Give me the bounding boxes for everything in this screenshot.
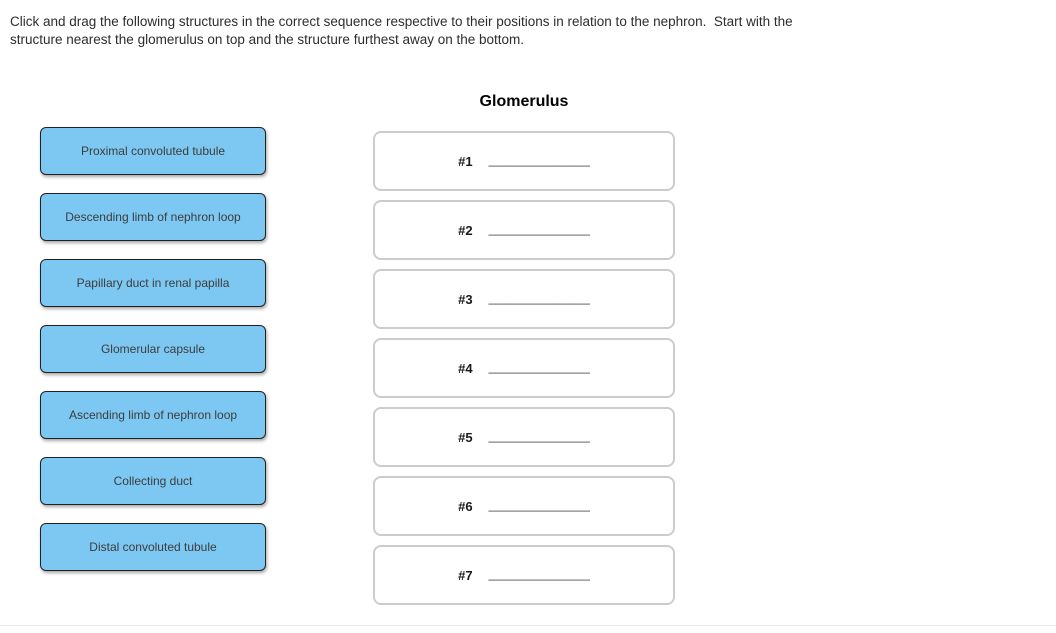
draggable-ascending-limb-of-nephron-loop[interactable]: Ascending limb of nephron loop (40, 391, 266, 439)
instructions-line2: structure nearest the glomerulus on top … (10, 32, 525, 47)
draggable-list: Proximal convoluted tubule Descending li… (40, 127, 266, 571)
zone-rank-label: #7 (458, 567, 473, 583)
drop-zone-4[interactable]: #4 ______________ (373, 338, 675, 398)
drop-zone-2[interactable]: #2 ______________ (373, 200, 675, 260)
zone-rank-label: #2 (458, 222, 473, 238)
zone-rank-label: #3 (458, 291, 473, 307)
zone-blank-line: ______________ (488, 220, 590, 236)
drop-zone-1[interactable]: #1 ______________ (373, 131, 675, 191)
draggable-proximal-convoluted-tubule[interactable]: Proximal convoluted tubule (40, 127, 266, 175)
zone-blank-line: ______________ (488, 289, 590, 305)
draggable-descending-limb-of-nephron-loop[interactable]: Descending limb of nephron loop (40, 193, 266, 241)
question-instructions: Click and drag the following structures … (10, 13, 793, 49)
bottom-divider (0, 625, 1056, 626)
drop-zone-3[interactable]: #3 ______________ (373, 269, 675, 329)
zone-blank-line: ______________ (488, 358, 590, 374)
zone-blank-line: ______________ (488, 565, 590, 581)
draggable-distal-convoluted-tubule[interactable]: Distal convoluted tubule (40, 523, 266, 571)
zone-blank-line: ______________ (488, 427, 590, 443)
drop-zone-list: #1 ______________ #2 ______________ #3 _… (373, 131, 675, 605)
zone-blank-line: ______________ (488, 496, 590, 512)
target-column-title: Glomerulus (479, 93, 569, 110)
zone-rank-label: #6 (458, 498, 473, 514)
zone-rank-label: #1 (458, 153, 473, 169)
instructions-line1: Click and drag the following structures … (10, 14, 793, 29)
drop-zone-7[interactable]: #7 ______________ (373, 545, 675, 605)
draggable-collecting-duct[interactable]: Collecting duct (40, 457, 266, 505)
drop-zone-5[interactable]: #5 ______________ (373, 407, 675, 467)
draggable-glomerular-capsule[interactable]: Glomerular capsule (40, 325, 266, 373)
zone-blank-line: ______________ (488, 151, 590, 167)
zone-rank-label: #4 (458, 360, 473, 376)
drop-zone-6[interactable]: #6 ______________ (373, 476, 675, 536)
zone-rank-label: #5 (458, 429, 473, 445)
draggable-papillary-duct-in-renal-papilla[interactable]: Papillary duct in renal papilla (40, 259, 266, 307)
